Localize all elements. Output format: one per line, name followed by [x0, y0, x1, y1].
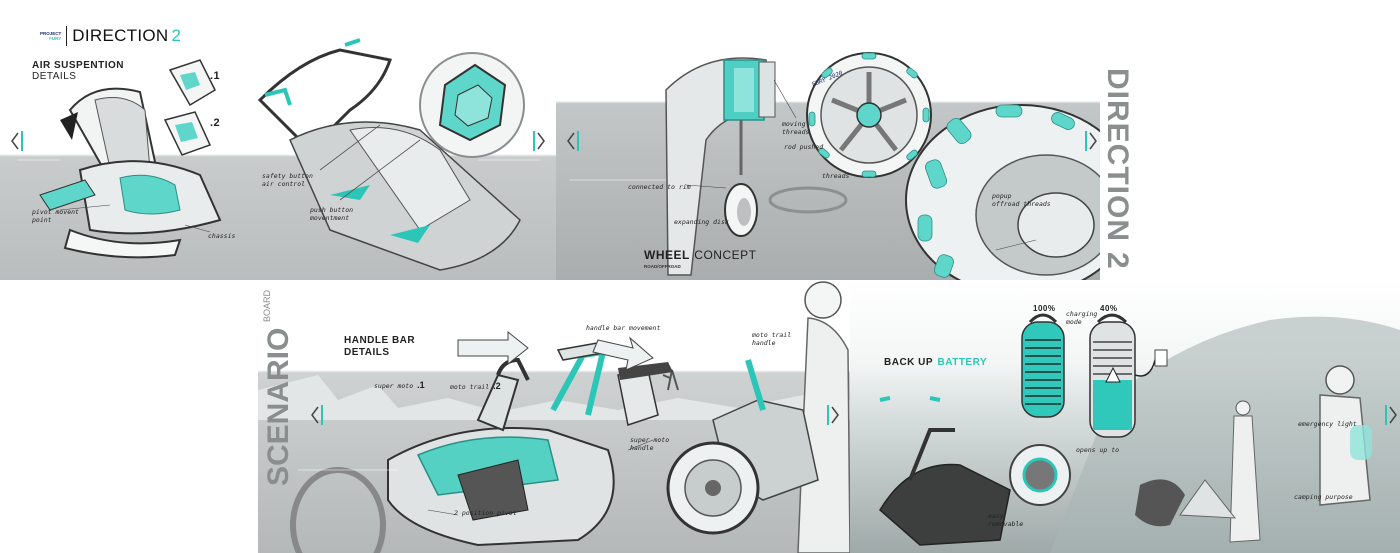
wheel-sketch [570, 52, 1100, 280]
pivot-label: pivot movent point [32, 208, 79, 224]
header-divider [66, 26, 68, 46]
next-arrow[interactable] [530, 128, 548, 154]
handle-bar-heading: HANDLE BAR DETAILS [344, 335, 416, 358]
air-suspension-sketch [17, 38, 540, 271]
moving-threads-label: moving threads [782, 120, 810, 136]
opens-up-label: opens up to [1076, 446, 1120, 454]
camping-purpose-label: camping purpose [1294, 493, 1353, 501]
direction-vertical-title: DIRECTION2 [1101, 68, 1134, 270]
chassis-label: chassis [208, 232, 236, 240]
detail-marker-2: .2 [210, 117, 221, 129]
connected-rim-label: connected to rim [628, 183, 691, 191]
handle-bar-panel: SCENARIO BOARD HANDLE BAR DETAILS super … [258, 280, 850, 553]
pivot-position-label: 2 position pivot [454, 509, 517, 517]
battery-heading: BACK UP BATTERY [884, 357, 988, 368]
handle-bar-sketch [258, 281, 850, 553]
prev-arrow[interactable] [8, 128, 26, 154]
moto-trail-label: moto trail .2 [450, 381, 501, 391]
chevron-left-icon [11, 131, 23, 151]
battery-level-full: 100% [1033, 304, 1056, 313]
detail-marker-1: .1 [210, 70, 221, 82]
chevron-left-icon [311, 405, 323, 425]
charging-mode-label: charging mode [1066, 310, 1098, 326]
super-moto-handle-label: super moto handle [630, 436, 670, 452]
super-moto-label: super moto .1 [374, 380, 425, 390]
safety-button-label: safety button air control [262, 172, 313, 188]
battery-sketch [879, 313, 1400, 553]
project-logo: PROJECT FURY [40, 31, 62, 41]
direction-side-panel: DIRECTION2 [1100, 0, 1400, 280]
threads-label: threads [822, 172, 850, 180]
expanding-disk-label: expanding disk [674, 218, 729, 226]
easy-removable-label: easy removable [988, 512, 1024, 528]
chevron-right-icon [1385, 405, 1397, 425]
scenario-vertical-title: SCENARIO BOARD [262, 290, 295, 487]
next-arrow[interactable] [1382, 402, 1400, 428]
chevron-right-icon [827, 405, 839, 425]
emergency-light-label: emergency light [1298, 420, 1357, 428]
push-button-label: push button moventment [310, 206, 354, 222]
moto-trail-handle-label: moto trail handle [752, 331, 792, 347]
popup-threads-label: popup offroad threads [992, 192, 1051, 208]
prev-arrow[interactable] [308, 402, 326, 428]
chevron-right-icon [1085, 131, 1097, 151]
battery-level-partial: 40% [1100, 304, 1118, 313]
wheel-concept-heading: WHEEL CONCEPT ROAD/OFFROAD [644, 248, 757, 269]
wheel-concept-panel: FURY 2020 moving threads rod pushed conn… [556, 0, 1100, 280]
battery-panel: BACK UP BATTERY 100% 40% charging mode o… [850, 280, 1400, 553]
chevron-right-icon [533, 131, 545, 151]
chevron-left-icon [567, 131, 579, 151]
next-arrow[interactable] [1082, 128, 1100, 154]
next-arrow[interactable] [824, 402, 842, 428]
handle-movement-label: handle bar movement [586, 324, 661, 332]
air-suspension-heading: AIR SUSPENTION DETAILS [32, 60, 125, 82]
rod-pushed-label: rod pushed [784, 143, 824, 151]
prev-arrow[interactable] [564, 128, 582, 154]
